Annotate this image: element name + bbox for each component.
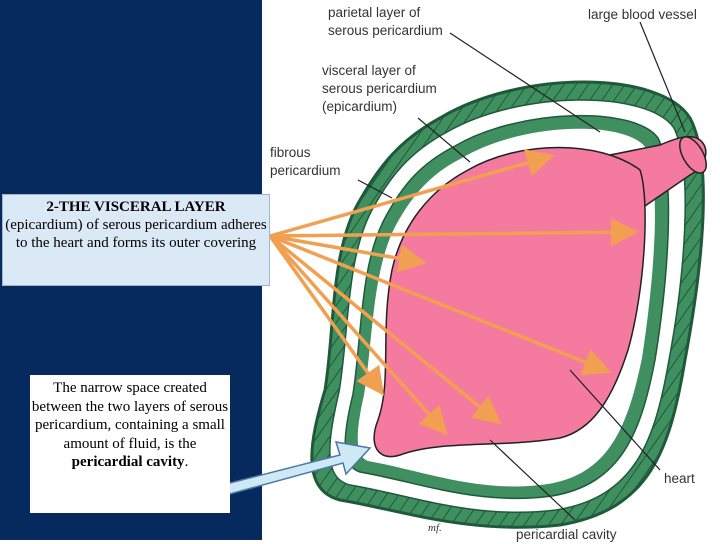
heart-shape (373, 146, 646, 458)
label-pericardial-cavity: pericardial cavity (516, 527, 617, 542)
pericardial-cavity-callout: The narrow space created between the two… (30, 375, 230, 513)
label-visceral-layer: visceral layer of serous pericardium (ep… (322, 63, 437, 114)
label-large-blood-vessel: large blood vessel (588, 7, 697, 22)
artist-signature: mf. (428, 522, 442, 534)
visceral-callout-body: (epicardium) of serous pericardium adher… (5, 217, 267, 251)
label-parietal-layer: parietal layer of serous pericardium (328, 5, 443, 38)
cavity-block-arrow (220, 441, 372, 496)
arrow-5 (268, 234, 385, 396)
cavity-callout-text: The narrow space created between the two… (31, 380, 229, 452)
arrow-1 (268, 149, 555, 238)
visceral-callout-title: 2-THE VISCERAL LAYER (46, 199, 226, 215)
label-heart: heart (664, 471, 695, 486)
orange-arrows (268, 149, 639, 436)
label-fibrous-pericardium: fibrous pericardium (270, 145, 341, 178)
visceral-layer-callout: 2-THE VISCERAL LAYER (epicardium) of ser… (2, 194, 270, 286)
arrow-7 (268, 234, 502, 425)
cavity-callout-end: . (184, 454, 189, 470)
vessel-opening (679, 136, 707, 174)
arrow-6 (268, 234, 448, 436)
cavity-callout-bold: pericardial cavity (71, 454, 185, 470)
arrow-3 (268, 234, 427, 273)
arrow-2 (268, 218, 639, 247)
arrow-4 (268, 234, 612, 376)
leader-lines (357, 21, 686, 521)
